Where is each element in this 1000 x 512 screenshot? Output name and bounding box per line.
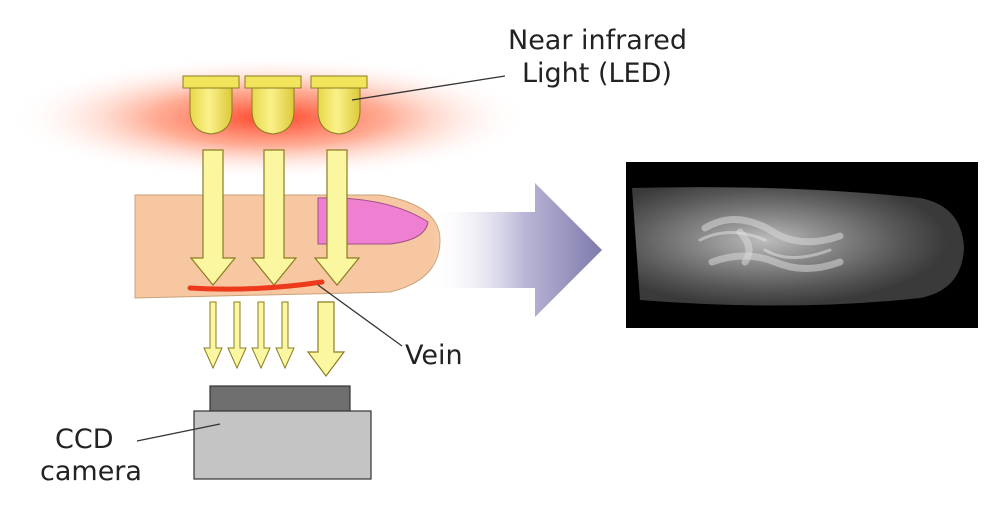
led-leader-line <box>351 75 506 101</box>
ccd-camera-icon <box>193 385 372 480</box>
led-bulb-icon <box>182 75 240 135</box>
arrow-down-icon <box>203 301 223 370</box>
camera-label-line2: camera <box>40 456 142 487</box>
arrow-down-icon <box>227 301 247 370</box>
vein <box>187 279 325 292</box>
arrow-down-icon <box>275 301 295 370</box>
led-bulb-icon <box>310 75 368 135</box>
camera-leader-line <box>136 423 221 442</box>
led-bulb-icon <box>244 75 302 135</box>
camera-body <box>193 410 372 480</box>
vein-image <box>626 162 978 328</box>
led-label-line1: Near infrared <box>508 25 687 56</box>
led-label-line2: Light (LED) <box>522 58 672 89</box>
vein-leader-line <box>317 284 403 347</box>
arrow-down-icon <box>306 301 346 377</box>
camera-lens <box>209 385 351 413</box>
arrow-down-icon <box>250 149 298 286</box>
arrow-right-icon <box>430 183 602 317</box>
arrow-down-icon <box>189 149 237 286</box>
arrow-down-icon <box>251 301 271 370</box>
vein-label: Vein <box>405 340 463 371</box>
camera-label-line1: CCD <box>55 424 114 455</box>
arrow-down-icon <box>313 149 361 286</box>
